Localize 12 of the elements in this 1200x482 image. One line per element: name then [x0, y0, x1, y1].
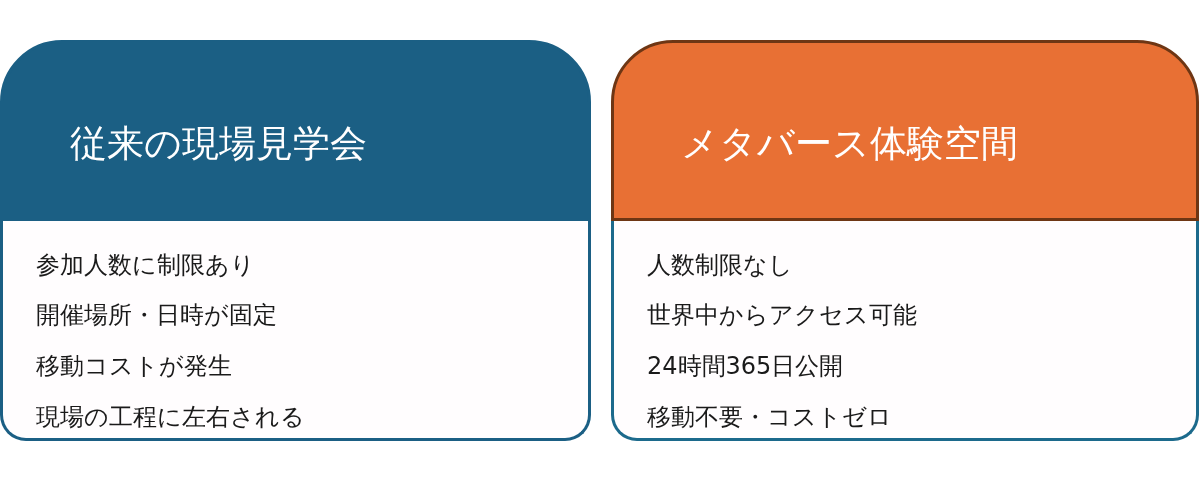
comparison-card: [0, 40, 591, 441]
card-title: 従来の現場見学会: [70, 122, 367, 166]
card-title: メタバース体験空間: [681, 122, 1018, 166]
comparison-card: [611, 40, 1199, 441]
feature-text: 移動不要・コストゼロ: [647, 402, 892, 432]
feature-text: 人数制限なし: [647, 250, 793, 280]
feature-text: 世界中からアクセス可能: [647, 300, 917, 330]
feature-text: 移動コストが発生: [36, 351, 232, 381]
feature-text: 24時間365日公開: [647, 351, 844, 381]
feature-text: 現場の工程に左右される: [36, 402, 305, 432]
feature-text: 開催場所・日時が固定: [36, 300, 277, 330]
feature-text: 参加人数に制限あり: [36, 250, 255, 280]
